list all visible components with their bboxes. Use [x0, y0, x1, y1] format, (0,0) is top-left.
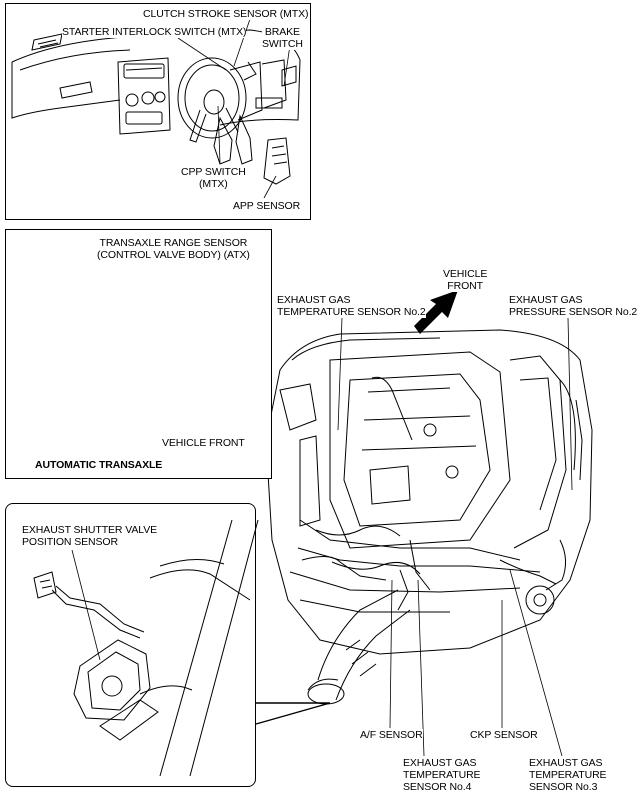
eg-pressure-sensor-no2-line2: PRESSURE SENSOR No.2 — [509, 306, 637, 318]
egt-sensor-no2-line1: EXHAUST GAS — [277, 294, 351, 306]
transaxle-range-sensor-label-line1: TRANSAXLE RANGE SENSOR — [99, 237, 248, 249]
vehicle-front-engine-line1: VEHICLE — [443, 268, 488, 280]
egt-sensor-no2-label: EXHAUST GAS TEMPERATURE SENSOR No.2 — [277, 294, 426, 318]
vehicle-front-transaxle-label: VEHICLE FRONT — [162, 437, 245, 449]
egt-sensor-no3-line3: SENSOR No.3 — [529, 781, 598, 793]
egt-sensor-no4-line3: SENSOR No.4 — [403, 781, 472, 793]
app-sensor-label: APP SENSOR — [233, 200, 301, 212]
exhaust-shutter-valve-sensor-label: EXHAUST SHUTTER VALVE POSITION SENSOR — [22, 524, 157, 548]
exhaust-shutter-panel — [5, 503, 256, 787]
transaxle-range-sensor-label-line2: (CONTROL VALVE BODY) (ATX) — [97, 249, 250, 261]
cpp-switch-label-line2: (MTX) — [199, 178, 228, 190]
egt-sensor-no4-line1: EXHAUST GAS — [403, 757, 477, 769]
cpp-switch-label: CPP SWITCH (MTX) — [181, 166, 246, 190]
egt-sensor-no3-line1: EXHAUST GAS — [529, 757, 603, 769]
clutch-stroke-sensor-label: CLUTCH STROKE SENSOR (MTX) — [143, 8, 309, 20]
ckp-sensor-label: CKP SENSOR — [470, 729, 538, 741]
exhaust-shutter-label-line2: POSITION SENSOR — [22, 536, 118, 548]
egt-sensor-no3-label: EXHAUST GAS TEMPERATURE SENSOR No.3 — [529, 757, 607, 793]
af-sensor-label: A/F SENSOR — [360, 729, 423, 741]
egt-sensor-no3-line2: TEMPERATURE — [529, 769, 607, 781]
brake-switch-label-line2: SWITCH — [262, 38, 303, 50]
starter-interlock-switch-label: STARTER INTERLOCK SWITCH (MTX) — [62, 26, 247, 38]
vehicle-front-engine-line2: FRONT — [447, 280, 483, 292]
eg-pressure-sensor-no2-label: EXHAUST GAS PRESSURE SENSOR No.2 — [509, 294, 637, 318]
egt-sensor-no4-line2: TEMPERATURE — [403, 769, 481, 781]
brake-switch-label: BRAKE SWITCH — [262, 26, 303, 50]
automatic-transaxle-caption: AUTOMATIC TRANSAXLE — [35, 459, 163, 471]
egt-sensor-no2-line2: TEMPERATURE SENSOR No.2 — [277, 306, 426, 318]
vehicle-front-engine-label: VEHICLE FRONT — [443, 268, 487, 292]
transaxle-range-sensor-label: TRANSAXLE RANGE SENSOR (CONTROL VALVE BO… — [97, 237, 250, 261]
egt-sensor-no4-label: EXHAUST GAS TEMPERATURE SENSOR No.4 — [403, 757, 481, 793]
brake-switch-label-line1: BRAKE — [264, 26, 300, 38]
eg-pressure-sensor-no2-line1: EXHAUST GAS — [509, 294, 583, 306]
cpp-switch-label-line1: CPP SWITCH — [181, 166, 246, 178]
exhaust-shutter-label-line1: EXHAUST SHUTTER VALVE — [22, 524, 158, 536]
